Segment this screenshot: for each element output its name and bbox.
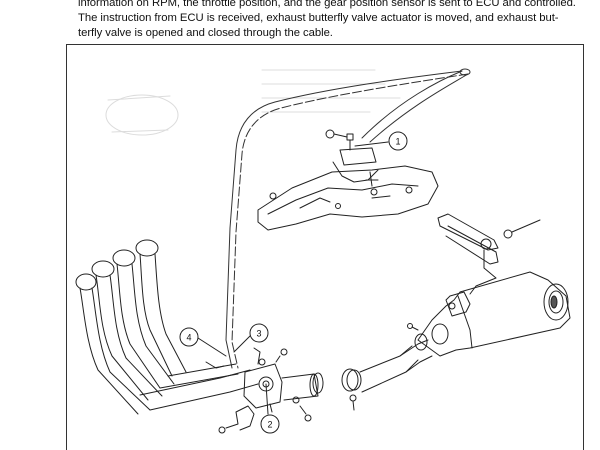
text-line-2: terfly valve is opened and closed throug… <box>78 27 333 39</box>
bleed-through-ghost <box>105 69 401 136</box>
callout-2-label: 2 <box>267 420 272 430</box>
actuator-bracket <box>257 129 439 231</box>
text-line-cut: information on RPM, the throttle positio… <box>78 0 576 9</box>
manual-text: information on RPM, the throttle positio… <box>78 0 590 41</box>
callout-3: 3 <box>233 323 269 353</box>
exhaust-headers <box>75 239 259 415</box>
muffler-stay-bracket <box>437 213 541 295</box>
diagram-frame <box>66 44 584 450</box>
connector-pipe <box>341 339 433 411</box>
callout-2: 2 <box>260 383 280 434</box>
callout-1-label: 1 <box>395 137 400 147</box>
cable-routing <box>225 68 471 369</box>
text-line-1: The instruction from ECU is received, ex… <box>78 12 559 24</box>
callout-1: 1 <box>354 131 408 151</box>
fasteners <box>205 348 312 434</box>
callout-4: 4 <box>179 327 227 357</box>
muffler <box>407 271 571 357</box>
callout-4-label: 4 <box>186 333 191 343</box>
valve-body <box>243 347 324 413</box>
callout-3-label: 3 <box>256 329 261 339</box>
